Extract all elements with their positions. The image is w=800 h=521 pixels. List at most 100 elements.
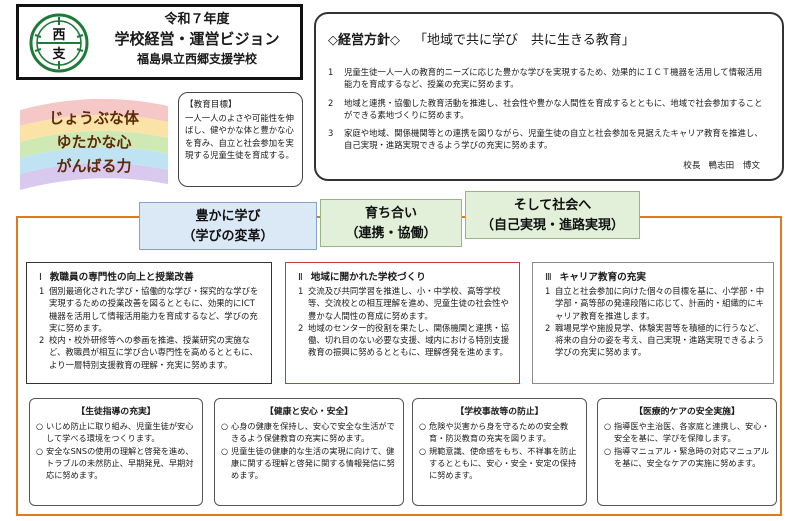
focus-item-text: 規範意識、使命感をもち、不祥事を防止するとともに、安心・安全・安定の保持に努めま… bbox=[429, 445, 577, 481]
focus-box-student-guidance: 【生徒指導の充実】 ○いじめ防止に取り組み、児童生徒が安心して学べる環境をつくり… bbox=[29, 398, 203, 506]
strategy-item: 2 職場見学や施設見学、体験実習等を積極的に行うなど、将来の自分の姿を考え、自己実… bbox=[541, 322, 765, 359]
focus-item-text: 心身の健康を保持し、安心で安全な生活ができるよう保健教育の充実に努めます。 bbox=[231, 421, 395, 444]
strategy-title: キャリア教育の充実 bbox=[559, 272, 646, 283]
principal-name: 鴨志田 博文 bbox=[708, 161, 760, 171]
strategy-title: 地域に開かれた学校づくり bbox=[310, 272, 426, 283]
strategy-numeral: Ⅲ bbox=[545, 272, 552, 283]
focus-box-title: 【生徒指導の充実】 bbox=[76, 407, 156, 417]
bullet-circle-icon: ○ bbox=[419, 421, 427, 431]
policy-item-number: 2 bbox=[328, 98, 334, 108]
strategy-box: Ⅱ 地域に開かれた学校づくり 1 交流及び共同学習を推進し、小・中学校、高等学校等、… bbox=[285, 262, 520, 384]
pillar-title: 豊かに学び bbox=[195, 209, 261, 224]
focus-item-text: 指導医や主治医、各家庭と連携し、安心・安全を基に、学びを保障します。 bbox=[614, 421, 770, 444]
strategy-heading: Ⅱ 地域に開かれた学校づくり bbox=[294, 269, 511, 283]
principal-title: 校長 bbox=[683, 161, 701, 171]
emblem-char-bottom: 支 bbox=[51, 46, 66, 62]
bullet-circle-icon: ○ bbox=[419, 445, 427, 456]
management-policy-box: ◇経営方針◇ 「地域で共に学び 共に生きる教育」 1 児童生徒一人一人の教育的ニー… bbox=[314, 12, 784, 181]
focus-item: ○指導医や主治医、各家庭と連携し、安心・安全を基に、学びを保障します。 bbox=[604, 420, 770, 445]
policy-heading-label: ◇経営方針◇ bbox=[328, 33, 400, 48]
bullet-circle-icon: ○ bbox=[36, 445, 44, 456]
bullet-circle-icon: ○ bbox=[221, 421, 229, 431]
pillar-title: 育ち合い bbox=[364, 206, 417, 221]
focus-box-title: 【学校事故等の防止】 bbox=[455, 407, 544, 417]
fiscal-year: 令和７年度 bbox=[164, 12, 230, 27]
focus-item: ○いじめ防止に取り組み、児童生徒が安心して学べる環境をつくります。 bbox=[36, 420, 196, 445]
strategy-item-number: 1 bbox=[39, 286, 45, 296]
focus-item-text: 危険や災害から身を守るための安全教育・防災教育の充実を図ります。 bbox=[429, 421, 569, 444]
strategy-box: Ⅰ 教職員の専門性の向上と授業改善 1 個別最適化された学び・協働的な学び・探究的な… bbox=[26, 262, 272, 384]
pillar-society: そして社会へ （自己実現・進路実現） bbox=[465, 191, 640, 239]
bullet-circle-icon: ○ bbox=[604, 445, 612, 456]
focus-item: ○児童生徒の健康的な生活の実現に向けて、健康に関する理解と啓発に関する情報発信に… bbox=[221, 445, 397, 482]
focus-item: ○心身の健康を保持し、安心で安全な生活ができるよう保健教育の充実に努めます。 bbox=[221, 420, 397, 445]
strategy-box: Ⅲ キャリア教育の充実 1 自立と社会参加に向けた個々の目標を基に、小学部・中学部・… bbox=[532, 262, 774, 384]
strategy-item: 1 自立と社会参加に向けた個々の目標を基に、小学部・中学部・高等部の発達段階に応じ… bbox=[541, 285, 765, 322]
bullet-circle-icon: ○ bbox=[604, 421, 612, 431]
school-emblem-icon: 西 支 bbox=[29, 13, 89, 73]
policy-item: 3 家庭や地域、関係機関等との連携を図りながら、児童生徒の自立と社会参加を見据え… bbox=[328, 127, 768, 152]
pillar-subtitle: （連携・協働） bbox=[345, 226, 437, 241]
strategy-item-number: 2 bbox=[298, 322, 304, 333]
slogan-line: がんばる力 bbox=[56, 157, 132, 175]
pillar-learning: 豊かに学び （学びの変革） bbox=[139, 202, 317, 250]
strategy-heading: Ⅰ 教職員の専門性の向上と授業改善 bbox=[35, 269, 263, 283]
focus-item: ○指導マニュアル・緊急時の対応マニュアルを基に、安全なケアの実施に努めます。 bbox=[604, 445, 770, 470]
strategy-item-text: 個別最適化された学び・協働的な学び・探究的な学びを実現するための授業改善を図ると… bbox=[49, 286, 259, 333]
strategy-item-number: 1 bbox=[545, 286, 551, 296]
slogan-line: ゆたかな心 bbox=[56, 133, 132, 151]
focus-box-health-safety: 【健康と安心・安全】 ○心身の健康を保持し、安心で安全な生活ができるよう保健教育… bbox=[214, 398, 404, 506]
strategy-numeral: Ⅱ bbox=[298, 272, 303, 283]
pillar-title: そして社会へ bbox=[513, 198, 592, 213]
title-block: 西 支 令和７年度 学校経営・運営ビジョン 福島県立西郷支援学校 bbox=[16, 4, 303, 80]
policy-item-number: 3 bbox=[328, 128, 334, 138]
page-title: 学校経営・運営ビジョン bbox=[114, 30, 280, 48]
goal-text: 一人一人のよさや可能性を伸ばし、健やかな体と豊かな心を育み、自立と社会参加を実現… bbox=[185, 113, 294, 160]
strategy-item: 2 地域のセンター的役割を果たし、関係機関と連携・協働、切れ目のない必要な支援、域… bbox=[294, 322, 511, 359]
strategy-item-text: 地域のセンター的役割を果たし、関係機関と連携・協働、切れ目のない必要な支援、域内… bbox=[308, 322, 509, 358]
strategy-item: 1 個別最適化された学び・協働的な学び・探究的な学びを実現するための授業改善を図る… bbox=[35, 285, 263, 334]
policy-item-text: 児童生徒一人一人の教育的ニーズに応じた豊かな学びを実現するため、効果的にＩＣＴ機… bbox=[344, 67, 763, 90]
strategy-item-number: 2 bbox=[39, 335, 45, 346]
strategy-heading: Ⅲ キャリア教育の充実 bbox=[541, 269, 765, 283]
policy-item-text: 家庭や地域、関係機関等との連携を図りながら、児童生徒の自立と社会参加を見据えたキ… bbox=[344, 128, 763, 151]
rainbow-bands-icon bbox=[20, 98, 168, 190]
slogan-rainbow: じょうぶな体 ゆたかな心 がんばる力 bbox=[20, 92, 168, 192]
focus-item-text: 指導マニュアル・緊急時の対応マニュアルを基に、安全なケアの実施に努めます。 bbox=[614, 445, 770, 468]
focus-item: ○規範意識、使命感をもち、不祥事を防止するとともに、安心・安全・安定の保持に努め… bbox=[419, 445, 580, 482]
emblem-char-top: 西 bbox=[52, 28, 65, 43]
policy-item: 1 児童生徒一人一人の教育的ニーズに応じた豊かな学びを実現するため、効果的にＩＣ… bbox=[328, 66, 768, 91]
bullet-circle-icon: ○ bbox=[221, 445, 229, 456]
focus-item-text: 安全なSNSの使用の理解と啓発を進め、トラブルの未然防止、早期発見、早期対応に努… bbox=[46, 445, 194, 481]
strategy-numeral: Ⅰ bbox=[39, 272, 42, 283]
policy-heading: ◇経営方針◇ 「地域で共に学び 共に生きる教育」 bbox=[328, 29, 635, 48]
principal-signature: 校長鴨志田 博文 bbox=[683, 159, 760, 171]
focus-item-text: 児童生徒の健康的な生活の実現に向けて、健康に関する理解と啓発に関する情報発信に努… bbox=[231, 445, 395, 481]
strategy-item: 1 交流及び共同学習を推進し、小・中学校、高等学校等、交流校との相互理解を進め、児… bbox=[294, 285, 511, 322]
focus-item: ○危険や災害から身を守るための安全教育・防災教育の充実を図ります。 bbox=[419, 420, 580, 445]
strategy-item-number: 1 bbox=[298, 286, 304, 296]
strategy-item-text: 職場見学や施設見学、体験実習等を積極的に行うなど、将来の自分の姿を考え、自己実現… bbox=[555, 322, 765, 358]
pillar-subtitle: （学びの変革） bbox=[182, 229, 274, 244]
pillar-collaboration: 育ち合い （連携・協働） bbox=[320, 199, 462, 247]
strategy-title: 教職員の専門性の向上と授業改善 bbox=[49, 272, 194, 283]
title-text: 令和７年度 学校経営・運営ビジョン 福島県立西郷支援学校 bbox=[97, 11, 297, 68]
focus-box-medical-care: 【医療的ケアの安全実施】 ○指導医や主治医、各家庭と連携し、安心・安全を基に、学… bbox=[597, 398, 777, 506]
goal-title: 【教育目標】 bbox=[185, 100, 237, 110]
bullet-circle-icon: ○ bbox=[36, 421, 44, 431]
educational-goal-box: 【教育目標】 一人一人のよさや可能性を伸ばし、健やかな体と豊かな心を育み、自立と… bbox=[178, 92, 303, 187]
policy-item-text: 地域と連携・協働した教育活動を推進し、社会性や豊かな人間性を育成するとともに、地… bbox=[344, 98, 763, 121]
focus-box-title: 【医療的ケアの安全実施】 bbox=[634, 407, 740, 417]
school-name: 福島県立西郷支援学校 bbox=[136, 52, 257, 66]
strategy-item-text: 交流及び共同学習を推進し、小・中学校、高等学校等、交流校との相互理解を進め、児童… bbox=[308, 286, 509, 321]
policy-item-number: 1 bbox=[328, 67, 334, 77]
focus-item: ○安全なSNSの使用の理解と啓発を進め、トラブルの未然防止、早期発見、早期対応に… bbox=[36, 445, 196, 482]
strategy-item-text: 自立と社会参加に向けた個々の目標を基に、小学部・中学部・高等部の発達段階に応じて… bbox=[555, 286, 765, 321]
policy-item: 2 地域と連携・協働した教育活動を推進し、社会性や豊かな人間性を育成するとともに… bbox=[328, 97, 768, 122]
slogan-line: じょうぶな体 bbox=[48, 109, 139, 127]
policy-slogan: 「地域で共に学び 共に生きる教育」 bbox=[414, 33, 635, 48]
focus-item-text: いじめ防止に取り組み、児童生徒が安心して学べる環境をつくります。 bbox=[46, 421, 194, 444]
pillar-subtitle: （自己実現・進路実現） bbox=[480, 218, 624, 233]
strategy-item-number: 2 bbox=[545, 322, 551, 333]
